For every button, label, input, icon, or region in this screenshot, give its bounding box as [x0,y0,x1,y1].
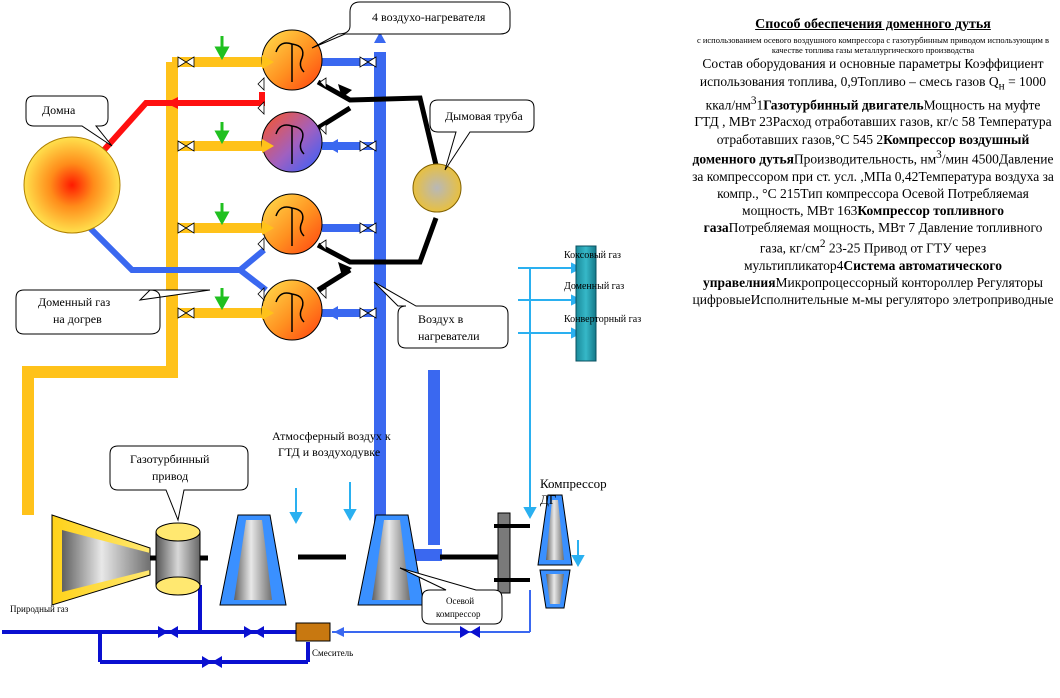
axial-compressor [357,514,425,606]
converter-gas-label: Конвертор­ный газ [564,314,641,325]
spec-s9: Давление за компрессором при ст. усл. ,М… [692,151,1054,184]
callout-gt-drive-line1: Газотурбинный [130,452,210,466]
mixer [295,622,331,642]
spec-s17-num: 4 [836,257,844,273]
coupling [497,512,511,594]
spec-s2-sub: н [998,80,1005,93]
spec-s8: Производительность, нм [793,151,937,167]
fuel-gas-compressor [537,494,573,609]
callout-gt-drive: Газотурбинный привод [109,445,249,522]
chimney [412,163,462,213]
air-heater-1 [261,29,323,91]
domain-gas-label: Доменный газ [564,281,624,292]
callout-axial-line2: компрессор [436,609,481,619]
mixer-label: Смеситель [312,648,353,658]
spec-body: Состав оборудования и основные параметры… [692,55,1054,308]
atm-air-line1: Атмосферный воздух к [272,429,391,443]
spec-s1: Состав оборудования и основные параметры… [699,56,1044,89]
hot-blast-pipe [101,92,265,152]
air-blower-1 [219,514,287,606]
spec-s5: Расход отработавших газов, кг/с 58 [772,114,976,130]
spec-s3-num: 1 [756,97,764,113]
air-heater-2 [261,111,323,173]
natural-gas-label: Природный газ [10,604,69,614]
gas-turbine [51,514,151,606]
callout-blast-gas-line1: Доменный газ [38,295,110,309]
air-heater-3 [261,193,323,255]
atm-air-line2: ГТД и воздуходувке [278,445,380,459]
compressor-dg-line2: ДГ [540,492,557,507]
callout-furnace: Домна [25,95,113,147]
spec-s20: Исполнительные м-мы регуляторо элетропри… [750,292,1054,308]
spec-subtitle: с использованием осевого воздушного комп… [696,34,1050,56]
hot-air-main-pipe [22,62,178,515]
fuel-gas-column [575,245,597,362]
spec-s12: Потребляемая мощность, МВт 163 [742,185,1029,219]
spec-s7-num: 2 [873,131,884,147]
spec-s17-bold: Система автоматического управелния [703,257,1002,290]
spec-s19: Регуляторы цифровые [692,274,1043,308]
gas-valves [158,626,480,668]
gas-turbine-drive [155,522,201,596]
spec-s13-bold: Компрессор топливного газа [703,203,1004,236]
air-heater-4 [261,279,323,341]
spec-s10: Температура воздуха за компр., °С 215 [717,168,1054,201]
coke-gas-label: Коксовый газ [564,250,621,261]
spec-s6: Температура отработавших газов,°С 545 [716,114,1052,147]
blast-furnace [23,136,121,234]
spec-s11: Тип компрессора Осевой [800,185,948,201]
compressor-dg-line1: Компрессор [540,476,607,491]
gas-supply-arrows [518,262,583,339]
green-gas-arrows [214,36,230,311]
spec-s8-sup: 3 [936,148,942,161]
callout-axial: Осевой компрессор [399,567,503,625]
callout-axial-line1: Осевой [446,596,474,606]
spec-s2-sup: 3 [750,94,757,107]
callout-air: Воздух в нагреватели [373,281,509,349]
callout-chimney-text: Дымовая труба [445,109,523,123]
callout-blast-gas-line2: на догрев [53,312,102,326]
callout-furnace-text: Домна [42,103,76,117]
callout-heaters-text: 4 воздухо-нагревателя [372,10,486,24]
callout-blast-gas: Доменный газ на догрев [15,289,211,335]
spec-s4: Мощность на муфте ГТД , МВт 23 [694,97,1041,130]
callout-air-line2: нагреватели [418,329,480,343]
spec-s15-sup: 2 [819,237,826,250]
spec-s3-bold: Газотурбинный двигатель [763,97,924,113]
spec-s2: Топливо – смесь газов Q [857,73,999,89]
callout-heaters: 4 воздухо-нагревателя [311,1,511,49]
yellow-flow-arrows [262,55,274,320]
callout-chimney: Дымовая труба [429,99,535,171]
spec-s2b: = 1000 ккал/нм [705,73,1047,113]
spec-s7-bold: Компрессор воздушный доменного дутья [692,131,1030,167]
spec-s8b: /мин 4500 [941,151,999,167]
spec-s15b: 23-25 [825,240,864,256]
pipe-valves [177,56,377,319]
spec-s16: Привод от ГТУ через мультипликатор [744,240,987,273]
spec-s15: Давление топливного газа, кг/см [759,220,1043,256]
spec-title: Способ обеспечения доменного дутья [755,17,991,32]
specifications-panel: Способ обеспечения доменного дутья с исп… [692,16,1054,308]
callout-gt-drive-line2: привод [152,469,188,483]
spec-s18: Микропроцессорный контороллер [775,274,974,290]
spec-s14: Потребляемая мощность, МВт 7 [728,220,919,236]
blast-gas-pipe [87,225,266,273]
callout-air-line1: Воздух в [418,312,464,326]
